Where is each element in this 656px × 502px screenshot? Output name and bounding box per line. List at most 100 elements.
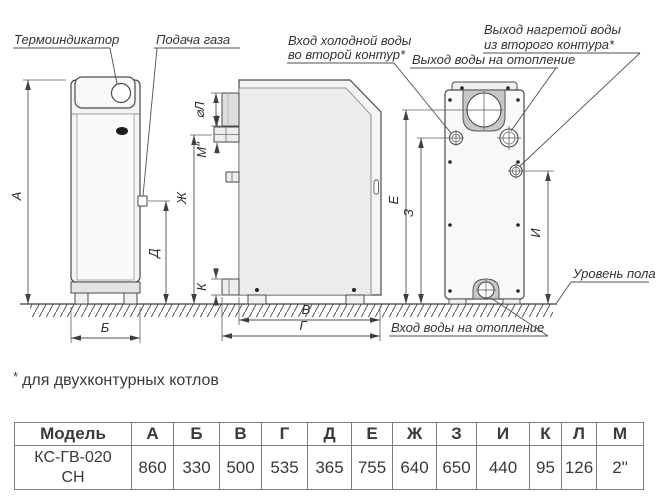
dimension-label-e: Е (386, 195, 401, 204)
callout-cold-water-in: Вход холодной воды во второй контур* (287, 33, 452, 134)
dimension-label-zh: Ж (174, 191, 189, 205)
svg-text:Выход нагретой воды: Выход нагретой воды (484, 22, 621, 37)
cell-zh: 640 (392, 445, 437, 490)
cap-screw-left (460, 86, 464, 90)
header-l: Л (561, 422, 597, 446)
side-foot-left (247, 294, 267, 305)
header-m: М (596, 422, 644, 446)
back-screws (448, 98, 520, 293)
header-k: К (529, 422, 562, 446)
svg-text:Термоиндикатор: Термоиндикатор (14, 32, 119, 47)
dimension-d: Д (146, 200, 170, 304)
callout-heating-water-in: Вход воды на отопление (389, 297, 549, 337)
cell-a: 860 (131, 445, 174, 490)
callout-thermoindicator: Термоиндикатор (13, 32, 119, 85)
model-line2: СН (61, 468, 85, 486)
dimension-g: Г (221, 297, 381, 341)
back-foot-left (448, 298, 467, 305)
cell-m: 2" (596, 445, 644, 490)
svg-text:из второго контура*: из второго контура* (484, 37, 615, 52)
header-e: Е (351, 422, 393, 446)
cell-z: 650 (436, 445, 477, 490)
svg-text:во второй контур*: во второй контур* (288, 47, 406, 62)
footnote: *для двухконтурных котлов (13, 369, 219, 390)
side-body-panel (238, 87, 372, 296)
dimension-m: М" (194, 115, 220, 158)
dimension-label-a: А (9, 192, 24, 202)
thermoindicator-dial (110, 82, 132, 104)
svg-text:Уровень пола: Уровень пола (572, 266, 656, 281)
flue-pipe (221, 92, 240, 127)
footnote-text: для двухконтурных котлов (22, 372, 219, 389)
dimension-label-d: Д (146, 248, 161, 259)
dimension-label-g: Г (299, 318, 307, 333)
dimension-label-m: М" (194, 141, 209, 158)
side-view (213, 79, 382, 305)
callout-gas-supply: Подача газа (142, 32, 240, 197)
dimension-label-k: К (194, 282, 209, 291)
cell-e: 755 (351, 445, 393, 490)
side-handle (373, 179, 379, 195)
front-door-panel (76, 113, 135, 281)
callout-dhw-out: Выход нагретой воды из второго контура* (483, 22, 641, 167)
svg-text:Вход воды на отопление: Вход воды на отопление (391, 320, 544, 335)
dimension-label-l: ⌀Л (192, 102, 207, 119)
header-zh: Ж (392, 422, 437, 446)
dimension-z: З (401, 137, 448, 304)
dimension-e: Е (386, 109, 464, 304)
cap-screw-right (506, 86, 510, 90)
dimension-label-v: В (302, 302, 311, 317)
ground-hatch (30, 304, 553, 317)
cell-d: 365 (307, 445, 352, 490)
cell-b: 330 (173, 445, 220, 490)
cell-g: 535 (261, 445, 308, 490)
header-z: З (436, 422, 477, 446)
header-model: Модель (14, 422, 132, 446)
footnote-asterisk: * (13, 369, 19, 384)
back-foot-right (502, 298, 521, 305)
dimension-a: А (9, 79, 66, 304)
dimension-i: И (524, 170, 554, 304)
side-screw-left (255, 288, 259, 292)
dimension-v: В (238, 297, 381, 325)
technical-drawing: А Б Д Ж ⌀Л М" К В (9, 22, 656, 343)
return-pipe (221, 278, 240, 296)
dimension-b: Б (70, 307, 141, 343)
dimension-k: К (194, 268, 221, 306)
brand-badge (116, 127, 128, 135)
cell-l: 126 (561, 445, 597, 490)
dimension-label-i: И (528, 228, 543, 238)
side-stub (225, 171, 240, 183)
dimension-zh: Ж (174, 134, 212, 304)
header-d: Д (307, 422, 352, 446)
svg-text:Вход холодной воды: Вход холодной воды (288, 33, 412, 48)
ground (20, 303, 557, 317)
front-view (70, 76, 148, 305)
gas-inlet-stub (137, 195, 148, 207)
dimension-label-z: З (401, 209, 416, 217)
dimensions-table: Модель А Б В Г Д Е Ж З И К Л М КС-ГВ-020… (14, 422, 644, 490)
cell-i: 440 (476, 445, 530, 490)
table-header-row: Модель А Б В Г Д Е Ж З И К Л М (14, 422, 644, 446)
header-a: А (131, 422, 174, 446)
callout-heating-water-out: Выход воды на отопление (410, 52, 575, 132)
callout-floor-level: Уровень пола (555, 266, 656, 305)
back-view (444, 81, 525, 305)
dimension-label-b: Б (101, 320, 110, 335)
header-g: Г (261, 422, 308, 446)
header-b: Б (173, 422, 220, 446)
front-foot-right (123, 292, 138, 305)
dimension-l: ⌀Л (192, 92, 221, 127)
svg-text:Выход воды на отопление: Выход воды на отопление (412, 52, 575, 67)
side-screw-right (352, 288, 356, 292)
header-i: И (476, 422, 530, 446)
model-line1: КС-ГВ-020 (34, 448, 112, 466)
svg-text:Подача газа: Подача газа (156, 32, 230, 47)
side-foot-right (345, 294, 365, 305)
front-base-band (70, 281, 141, 294)
cell-v: 500 (219, 445, 262, 490)
header-v: В (219, 422, 262, 446)
